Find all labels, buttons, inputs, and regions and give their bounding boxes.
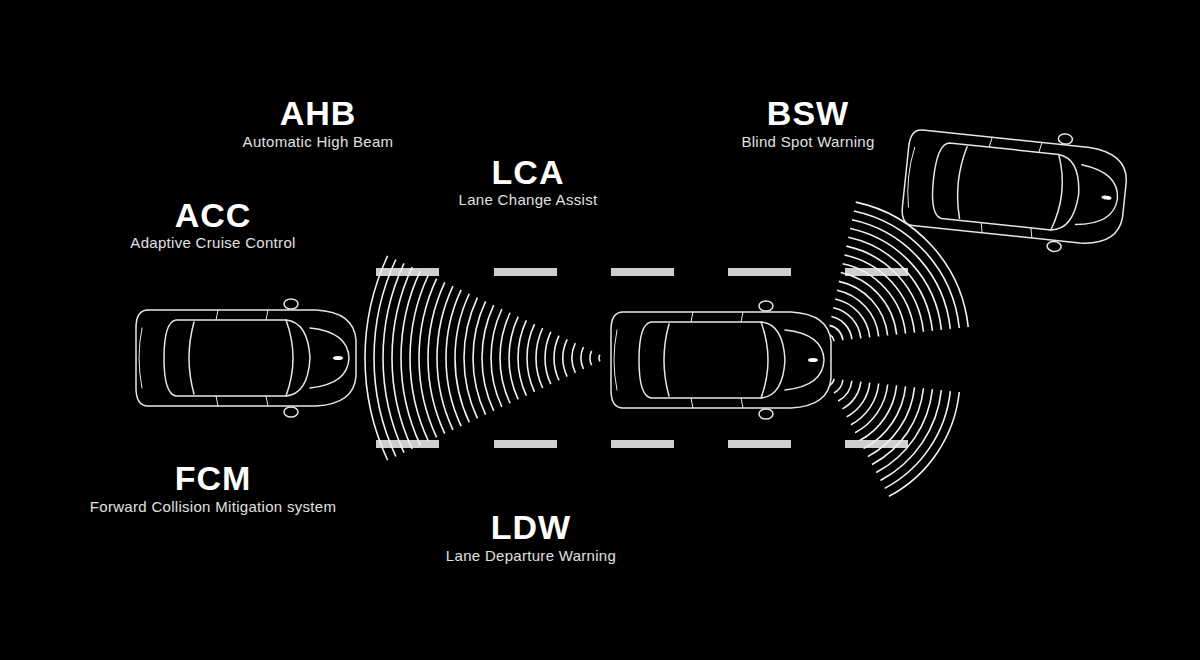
car-sketch <box>136 299 356 417</box>
radar-wave <box>455 294 469 422</box>
radar-wave <box>851 384 879 425</box>
radar-wave <box>864 386 906 448</box>
feature-name: Adaptive Cruise Control <box>130 235 295 250</box>
lane-dash <box>494 268 557 276</box>
car-sketch <box>899 118 1130 258</box>
radar-wave <box>846 246 923 332</box>
radar-wave <box>527 324 534 392</box>
radar-wave <box>428 282 445 433</box>
feature-acronym: ACC <box>175 198 252 232</box>
radar-wave <box>855 384 888 432</box>
lane-dash <box>376 268 439 276</box>
lane-dash <box>611 440 674 448</box>
feature-name: Blind Spot Warning <box>741 134 874 149</box>
radar-wave <box>419 279 437 438</box>
lane-dash <box>494 440 557 448</box>
lane-dash <box>728 268 791 276</box>
radar-wave <box>841 273 897 335</box>
radar-wave <box>446 290 461 426</box>
radar-wave <box>509 317 518 400</box>
feature-name: Lane Departure Warning <box>446 548 616 563</box>
radar-wave <box>598 355 600 362</box>
radar-wave <box>464 298 477 419</box>
radar-wave <box>839 281 888 335</box>
radar-wave <box>842 382 860 409</box>
radar-wave <box>392 267 412 449</box>
radar-waves <box>365 202 968 496</box>
radar-wave <box>831 317 851 340</box>
radar-wave <box>852 220 950 329</box>
radar-wave <box>554 336 559 381</box>
feature-acronym: LCA <box>492 155 565 189</box>
radar-wave <box>837 290 879 336</box>
radar-wave <box>437 286 453 430</box>
radar-wave <box>563 339 567 376</box>
car-sketch <box>611 301 831 419</box>
radar-wave <box>830 325 843 340</box>
radar-wave <box>572 343 575 373</box>
radar-wave <box>889 392 959 496</box>
radar-wave <box>885 391 951 488</box>
radar-wave <box>383 263 404 452</box>
radar-wave <box>401 271 420 445</box>
radar-wave <box>482 305 494 411</box>
feature-acronym: LDW <box>491 510 571 544</box>
radar-wave <box>838 381 852 401</box>
radar-wave <box>859 385 896 440</box>
radar-wave <box>491 309 502 407</box>
radar-wave <box>880 390 941 480</box>
radar-wave <box>374 260 396 457</box>
radar-wave <box>365 256 388 461</box>
radar-wave <box>473 301 486 414</box>
feature-name: Automatic High Beam <box>243 134 394 149</box>
feature-acronym: BSW <box>767 96 849 130</box>
radar-wave <box>834 380 843 393</box>
lane-dash <box>611 268 674 276</box>
radar-wave <box>500 313 510 403</box>
radar-wave <box>876 389 932 472</box>
radar-wave <box>872 388 923 464</box>
radar-wave <box>536 328 543 388</box>
feature-name: Forward Collision Mitigation system <box>90 499 336 514</box>
radar-wave <box>581 347 583 369</box>
lane-dash <box>376 440 439 448</box>
radar-wave <box>848 237 932 330</box>
radar-wave <box>850 229 941 330</box>
radar-wave <box>410 275 428 442</box>
radar-wave <box>833 308 861 339</box>
feature-name: Lane Change Assist <box>459 192 598 207</box>
radar-wave <box>590 351 592 365</box>
lane-dashes <box>376 268 908 448</box>
feature-acronym: AHB <box>280 96 357 130</box>
feature-acronym: FCM <box>175 461 252 495</box>
lane-dash <box>728 440 791 448</box>
radar-wave <box>545 332 551 384</box>
radar-wave <box>518 320 526 395</box>
radar-wave <box>845 255 915 333</box>
